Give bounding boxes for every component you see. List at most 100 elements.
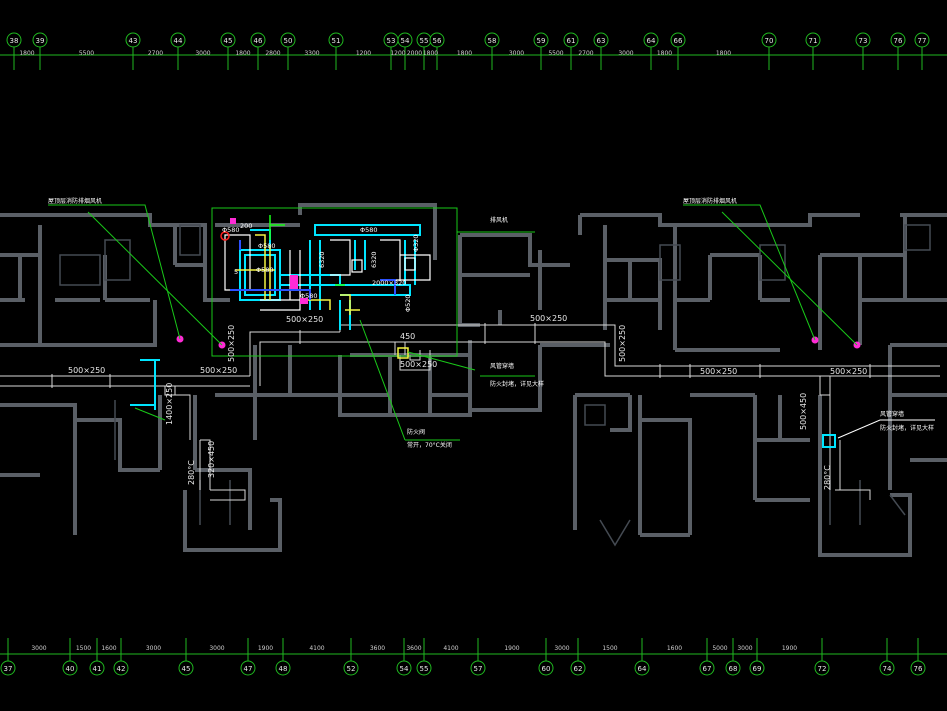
dimension-label: 3000 (146, 645, 161, 652)
duct-label-d8: 500×250 (227, 325, 236, 362)
duct-label-d13: 500×450 (799, 393, 808, 430)
equip-label-d19: Φ580 (300, 292, 318, 300)
grid-bubble (533, 32, 549, 48)
grid-bubble-label: 62 (574, 665, 583, 673)
dimension-label: 1800 (716, 50, 731, 57)
dimension-label: 4100 (443, 645, 458, 652)
dimension-label: 2000 (407, 50, 422, 57)
grid-bubble-label: 57 (474, 665, 483, 673)
duct-label-d12: 280°C (187, 460, 196, 485)
equip-label-d27: 5 (234, 268, 238, 276)
duct-label-d10: 1400×250 (165, 383, 174, 425)
grid-bubble-label: 50 (284, 37, 293, 45)
grid-bubble-label: 44 (174, 37, 183, 45)
dimension-label: 1800 (457, 50, 472, 57)
dimension-label: 2700 (148, 50, 163, 57)
grid-bubble (280, 32, 296, 48)
grid-bubble (805, 32, 821, 48)
dimension-label: 1800 (657, 50, 672, 57)
duct-label-d11: 320×450 (207, 441, 216, 478)
dimension-label: 1900 (258, 645, 273, 652)
grid-bubble-label: 76 (894, 37, 903, 45)
grid-bubble (643, 32, 659, 48)
grid-bubble-label: 54 (401, 37, 410, 45)
grid-bubble (62, 660, 78, 676)
dimension-label: 5500 (79, 50, 94, 57)
equip-label-d16: Φ580 (222, 226, 240, 234)
grid-bubble-label: 51 (332, 37, 341, 45)
fitting-yellow-center (397, 347, 409, 359)
grid-bubble-label: 56 (433, 37, 442, 45)
equipment-magenta (230, 218, 308, 304)
equipment-detail-box (211, 207, 458, 357)
equip-label-d24: 6320 (318, 251, 326, 268)
grid-bubble (6, 32, 22, 48)
equipment-labels: Φ580 Φ580 Φ580 Φ580 200 Φ580 2000×320 63… (222, 222, 420, 312)
grid-bubble (670, 32, 686, 48)
dimension-label: 3300 (304, 50, 319, 57)
equip-label-d20: 200 (240, 222, 252, 230)
grid-bubble (416, 660, 432, 676)
equip-label-d18: Φ580 (360, 226, 378, 234)
equip-label-d26: Φ520 (404, 294, 412, 312)
grid-bubble (240, 660, 256, 676)
note-fan-left: 屋顶层消防排烟风机 (48, 197, 102, 205)
grid-bubble (761, 32, 777, 48)
grid-bubble (220, 32, 236, 48)
dimension-label: 1900 (504, 645, 519, 652)
dimension-label: 4100 (309, 645, 324, 652)
duct-label-d9: 500×250 (618, 325, 627, 362)
grid-bubble (814, 660, 830, 676)
grid-bubble-label: 74 (883, 665, 892, 673)
grid-bubble (484, 32, 500, 48)
grid-bubble (328, 32, 344, 48)
grid-bubble-label: 66 (674, 37, 683, 45)
dimension-label: 1800 (423, 50, 438, 57)
grid-bubble-label: 52 (347, 665, 356, 673)
grid-bubble-label: 45 (224, 37, 233, 45)
duct-label-d2: 500×250 (200, 366, 237, 375)
grid-bubble-label: 77 (918, 37, 927, 45)
note-wall-line1: 风管穿墙 (490, 362, 514, 370)
grid-bubble (396, 660, 412, 676)
duct-label-d6: 500×250 (830, 367, 867, 376)
duct-label-d7: 500×250 (400, 360, 437, 369)
grid-bubble (250, 32, 266, 48)
grid-bubble-label: 39 (36, 37, 45, 45)
dimension-label: 5000 (712, 645, 727, 652)
grid-bubble-label: 53 (387, 37, 396, 45)
equipment-green (269, 215, 345, 286)
leader-white (837, 419, 935, 439)
grid-bubble (275, 660, 291, 676)
equip-label-d25: Φ320 (412, 234, 420, 252)
grid-bubble (429, 32, 445, 48)
duct-label-d4: 500×250 (530, 314, 567, 323)
equip-label-d21: Φ580 (256, 266, 274, 274)
grid-bubble-label: 76 (914, 665, 923, 673)
grid-bubble (397, 32, 413, 48)
equip-label-d23: 6320 (370, 251, 378, 268)
equip-label-d22: 2000×320 (372, 279, 406, 287)
note-wall-line2: 防火封堵，详见大样 (490, 380, 544, 388)
dimension-label: 3000 (737, 645, 752, 652)
dimension-label: 3000 (618, 50, 633, 57)
dimension-label: 1500 (76, 645, 91, 652)
grid-bubble-label: 64 (638, 665, 647, 673)
duct-dashes (51, 323, 871, 388)
grid-bubble-label: 59 (537, 37, 546, 45)
note-damper-line1: 防火阀 (407, 428, 425, 436)
grid-bubble (634, 660, 650, 676)
dimension-label: 2800 (265, 50, 280, 57)
dimension-label: 1200 (356, 50, 371, 57)
dimension-label: 3600 (406, 645, 421, 652)
note-exhaust: 排风机 (490, 216, 508, 224)
grid-bubble-label: 55 (420, 37, 429, 45)
dimension-label: 1200 (390, 50, 405, 57)
grid-bubble-label: 54 (400, 665, 409, 673)
grid-bubble-label: 48 (279, 665, 288, 673)
grid-bubble-label: 41 (93, 665, 102, 673)
